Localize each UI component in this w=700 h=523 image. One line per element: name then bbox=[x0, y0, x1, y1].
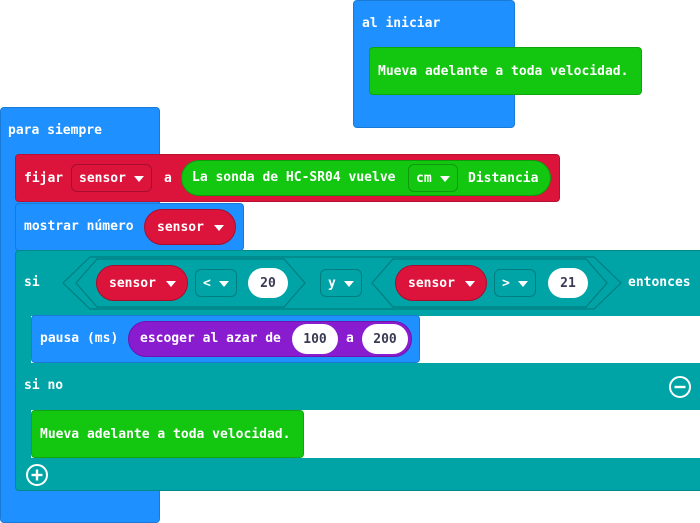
chevron-down-icon bbox=[218, 280, 229, 287]
pause-label: pausa (ms) bbox=[40, 331, 119, 346]
left-operator-dropdown[interactable]: < bbox=[195, 269, 237, 297]
set-to-label: a bbox=[164, 171, 172, 186]
unit-dropdown[interactable]: cm bbox=[408, 164, 458, 192]
chevron-down-icon bbox=[343, 280, 354, 287]
left-compare-value[interactable]: 20 bbox=[248, 268, 288, 298]
distance-label: Distancia bbox=[468, 171, 539, 186]
show-number-variable[interactable]: sensor bbox=[144, 209, 236, 245]
sonar-reporter[interactable]: La sonda de HC-SR04 vuelve bbox=[181, 160, 551, 196]
right-operator-value: > bbox=[502, 275, 510, 291]
random-to-value[interactable]: 200 bbox=[362, 324, 408, 354]
then-label: entonces bbox=[628, 275, 691, 290]
logic-operator-value: y bbox=[328, 275, 336, 291]
set-variable-name: sensor bbox=[79, 170, 126, 186]
random-from-value[interactable]: 100 bbox=[292, 324, 338, 354]
right-compare-variable[interactable]: sensor bbox=[395, 265, 487, 301]
left-compare-variable[interactable]: sensor bbox=[96, 265, 188, 301]
left-operator-value: < bbox=[203, 275, 211, 291]
right-operator-dropdown[interactable]: > bbox=[494, 269, 536, 297]
right-compare-value[interactable]: 21 bbox=[548, 268, 588, 298]
else-label: si no bbox=[24, 378, 64, 393]
sonar-label: La sonda de HC-SR04 vuelve bbox=[192, 170, 396, 185]
chevron-down-icon bbox=[165, 280, 176, 287]
plus-circle-icon[interactable] bbox=[25, 463, 49, 487]
random-label: escoger al azar de bbox=[140, 331, 281, 346]
on-start-label: al iniciar bbox=[362, 16, 441, 31]
set-variable-dropdown[interactable]: sensor bbox=[71, 164, 152, 192]
on-start-move-block[interactable] bbox=[369, 47, 642, 95]
left-compare-variable-name: sensor bbox=[109, 275, 156, 291]
else-move-text: Mueva adelante a toda velocidad. bbox=[40, 427, 291, 442]
minus-circle-icon[interactable] bbox=[668, 375, 692, 399]
right-compare-variable-name: sensor bbox=[408, 275, 455, 291]
if-label: si bbox=[24, 275, 40, 290]
unit-value: cm bbox=[416, 170, 432, 186]
chevron-down-icon bbox=[133, 175, 144, 182]
show-number-label: mostrar número bbox=[24, 219, 134, 234]
on-start-move-text: Mueva adelante a toda velocidad. bbox=[378, 64, 629, 79]
show-number-variable-name: sensor bbox=[157, 219, 204, 235]
chevron-down-icon bbox=[517, 280, 528, 287]
logic-operator-dropdown[interactable]: y bbox=[320, 269, 362, 297]
chevron-down-icon bbox=[213, 224, 224, 231]
set-label: fijar bbox=[24, 171, 64, 186]
forever-label: para siempre bbox=[8, 123, 102, 138]
else-move-block[interactable] bbox=[31, 410, 304, 458]
chevron-down-icon bbox=[464, 280, 475, 287]
random-and-label: a bbox=[346, 331, 354, 346]
chevron-down-icon bbox=[439, 175, 450, 182]
